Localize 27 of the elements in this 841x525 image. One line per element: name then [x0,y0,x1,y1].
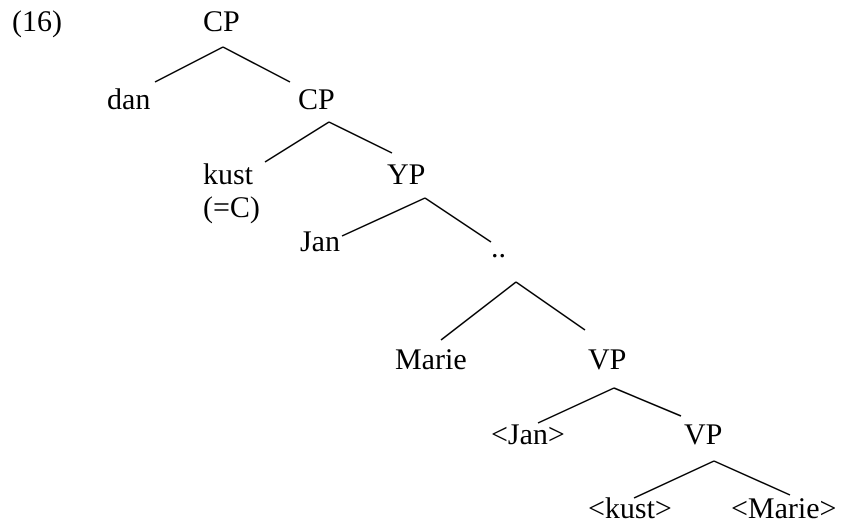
node-annotation: (=C) [203,193,260,223]
tree-branch [328,121,392,154]
tree-branch [614,387,682,417]
tree-node-label: kust [203,160,254,190]
tree-branch [516,281,586,331]
tree-node-label: <kust> [588,494,672,524]
tree-node-label: <Marie> [731,494,836,524]
tree-branch [222,46,290,83]
tree-node-label: VP [684,420,722,450]
tree-node-label: <Jan> [491,420,565,450]
tree-branch [440,281,516,341]
tree-node-label: CP [298,85,335,115]
tree-node-label: dan [107,85,150,115]
tree-node-label: VP [588,345,626,375]
tree-node-label: CP [203,7,240,37]
tree-branch [714,460,790,496]
tree-branch [154,46,224,83]
tree-node-label: YP [387,160,426,190]
tree-branch [634,460,714,499]
tree-branch [264,121,330,163]
tree-branch [424,197,492,243]
tree-branch [538,387,614,424]
tree-node-label: Marie [395,345,467,375]
tree-branch [342,197,426,237]
example-number: (16) [12,7,62,37]
tree-node-label: .. [491,233,506,263]
tree-node-label: Jan [300,227,340,257]
